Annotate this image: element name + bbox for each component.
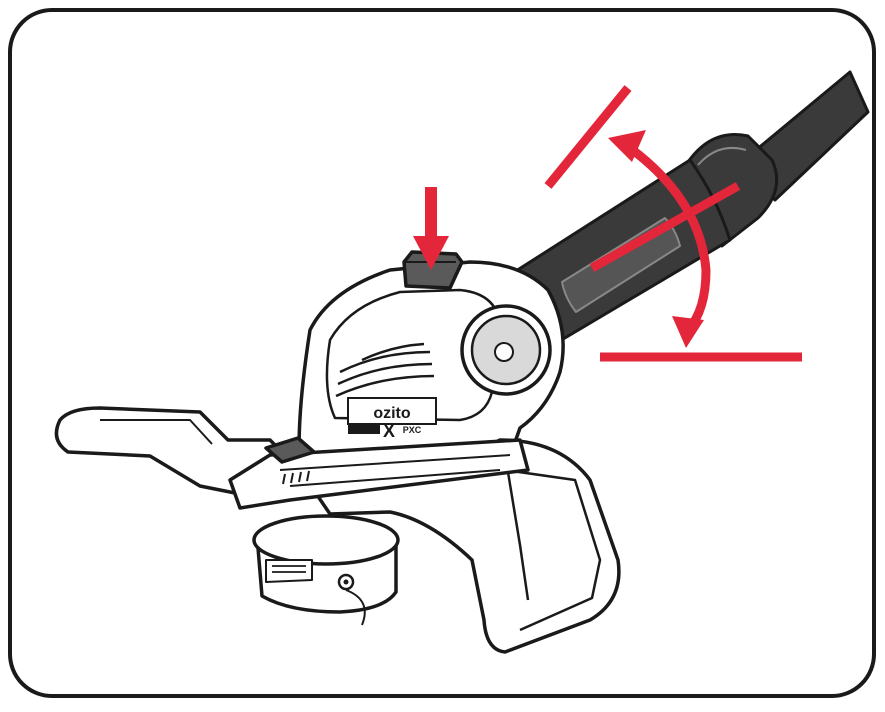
cutting-line	[345, 589, 366, 626]
upper-angle-line	[544, 85, 632, 189]
brand-name: ozito	[373, 405, 411, 422]
trimmer-guard	[252, 438, 621, 654]
edge-guide	[54, 406, 530, 510]
curved-arrow-head-top	[608, 130, 646, 162]
down-arrow-icon	[413, 236, 449, 270]
brand-label: ozito X PXC	[347, 397, 437, 441]
brand-series-suffix: PXC	[403, 425, 422, 435]
curved-arrow-head-bottom	[672, 316, 704, 348]
down-arrow-shaft	[425, 187, 437, 239]
rotation-indicator	[544, 85, 802, 362]
press-indicator	[413, 187, 449, 270]
brand-series-mark: X	[383, 421, 395, 441]
shaft-axis-line	[589, 182, 741, 272]
curved-double-arrow-icon	[627, 144, 711, 334]
